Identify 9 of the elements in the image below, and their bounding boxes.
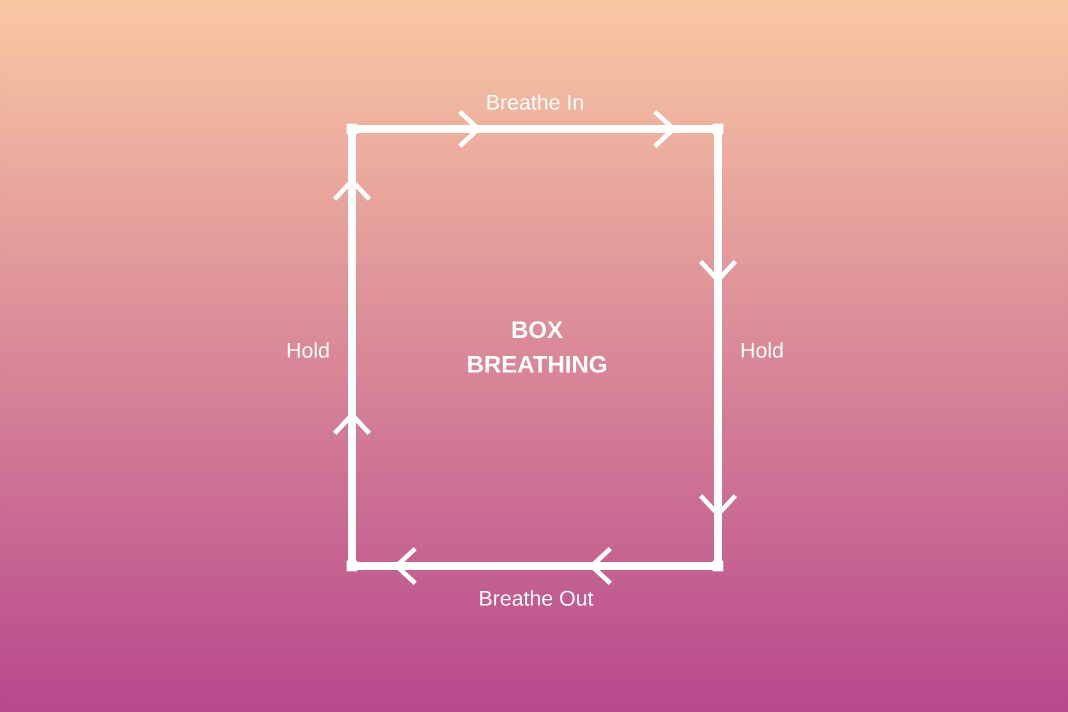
corner-square — [346, 123, 358, 135]
corner-square — [346, 560, 358, 572]
edge-label: Breathe In — [487, 94, 583, 110]
edge-label: Breathe Out — [480, 590, 594, 606]
edge-label: Hold — [741, 342, 783, 358]
edge-label: Hold — [287, 342, 329, 358]
center-title: BOX BREATHING — [468, 321, 606, 373]
corner-square — [712, 123, 724, 135]
corner-square — [712, 560, 724, 572]
